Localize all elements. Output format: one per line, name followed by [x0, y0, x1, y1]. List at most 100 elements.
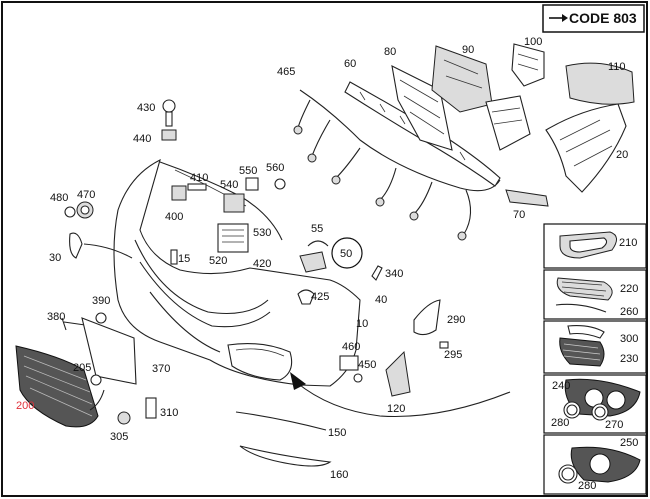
callout-290: 290	[447, 314, 465, 326]
callout-465: 465	[277, 66, 295, 78]
part-70-bracket	[505, 189, 549, 207]
part-305-bolt	[117, 411, 131, 425]
part-210-trim	[559, 231, 617, 259]
callout-480: 480	[50, 192, 68, 204]
part-480-ring	[64, 206, 76, 218]
part-205-clip	[90, 374, 102, 386]
callout-410: 410	[190, 172, 208, 184]
code-label: CODE 803	[569, 10, 637, 26]
callout-425: 425	[311, 291, 329, 303]
callout-440: 440	[133, 133, 151, 145]
callout-430: 430	[137, 102, 155, 114]
callout-520: 520	[209, 255, 227, 267]
callout-230: 230	[620, 353, 638, 365]
callout-40: 40	[375, 294, 387, 306]
part-90-bracket	[431, 45, 493, 113]
callout-20: 20	[616, 149, 628, 161]
side-panels	[543, 223, 647, 495]
part-520-module	[217, 223, 249, 253]
callout-15: 15	[178, 253, 190, 265]
callout-540: 540	[220, 179, 238, 191]
callout-340: 340	[385, 268, 403, 280]
part-55-clip	[307, 240, 329, 247]
callout-120: 120	[387, 403, 405, 415]
part-390-screw	[95, 312, 107, 324]
part-560-screw	[274, 178, 286, 190]
arrow-right-icon	[549, 14, 568, 22]
callout-30: 30	[49, 252, 61, 264]
callout-420: 420	[253, 258, 271, 270]
callout-55: 55	[311, 223, 323, 235]
callout-160: 160	[330, 469, 348, 481]
callout-110: 110	[608, 61, 626, 73]
part-15-screw	[170, 249, 178, 265]
part-110-support	[565, 62, 635, 105]
part-20-bracket	[545, 103, 627, 193]
part-460-bracket	[339, 355, 359, 371]
part-250-fog-housing	[570, 446, 641, 483]
callout-550: 550	[239, 165, 257, 177]
arrow-120-head	[290, 372, 306, 390]
part-450-bolt	[353, 373, 363, 383]
callout-305: 305	[110, 431, 128, 443]
part-50-badge	[331, 237, 363, 269]
part-40-bracket	[485, 95, 531, 151]
callout-200: 200	[16, 400, 34, 412]
callout-470: 470	[77, 189, 95, 201]
part-290-trim	[413, 299, 441, 336]
part-400-sensor	[171, 185, 187, 201]
part-295-clip	[439, 341, 449, 349]
callout-150: 150	[328, 427, 346, 439]
part-280-ring	[563, 401, 581, 419]
part-270-ring	[591, 403, 609, 421]
callout-10: 10	[356, 318, 368, 330]
callout-370: 370	[152, 363, 170, 375]
callout-70: 70	[513, 209, 525, 221]
part-120-bracket	[385, 350, 411, 397]
callout-300: 300	[620, 333, 638, 345]
callout-205: 205	[73, 362, 91, 374]
part-200-grille	[15, 345, 99, 428]
part-420-bracket	[299, 251, 327, 273]
part-30-holder	[69, 232, 83, 259]
part-240-fog-housing	[564, 378, 641, 417]
callouts: 10 15 20 30 40 50 55 60 70 80 90 100 110…	[16, 36, 638, 492]
callout-220: 220	[620, 283, 638, 295]
part-410-bolt	[187, 183, 207, 191]
part-425-clip	[297, 289, 315, 305]
part-260-strip	[555, 303, 607, 313]
part-465-harness	[293, 89, 501, 241]
part-230-grille	[559, 337, 605, 367]
callout-280a: 280	[551, 417, 569, 429]
callout-295: 295	[444, 349, 462, 361]
part-540-bracket	[223, 193, 245, 213]
arrow-120	[295, 381, 511, 417]
callout-390: 390	[92, 295, 110, 307]
part-340-bolt	[371, 265, 383, 281]
code-box: CODE 803	[542, 4, 645, 33]
callout-460: 460	[342, 341, 360, 353]
part-440-clip	[161, 129, 177, 141]
callout-240: 240	[552, 380, 570, 392]
part-370-plate	[81, 317, 137, 385]
callout-260: 260	[620, 306, 638, 318]
part-470-sensor	[76, 201, 94, 219]
callout-100: 100	[524, 36, 542, 48]
callout-60: 60	[344, 58, 356, 70]
callout-560: 560	[266, 162, 284, 174]
callout-50: 50	[340, 248, 352, 260]
arrow-200	[89, 389, 105, 411]
callout-80: 80	[384, 46, 396, 58]
part-100-bracket	[511, 43, 545, 87]
callout-400: 400	[165, 211, 183, 223]
callout-280b: 280	[578, 480, 596, 492]
part-150-strip	[235, 411, 327, 431]
callout-450: 450	[358, 359, 376, 371]
part-300-trim	[567, 325, 605, 339]
part-310-bracket	[145, 397, 157, 419]
callout-310: 310	[160, 407, 178, 419]
part-550-clip	[245, 177, 259, 191]
